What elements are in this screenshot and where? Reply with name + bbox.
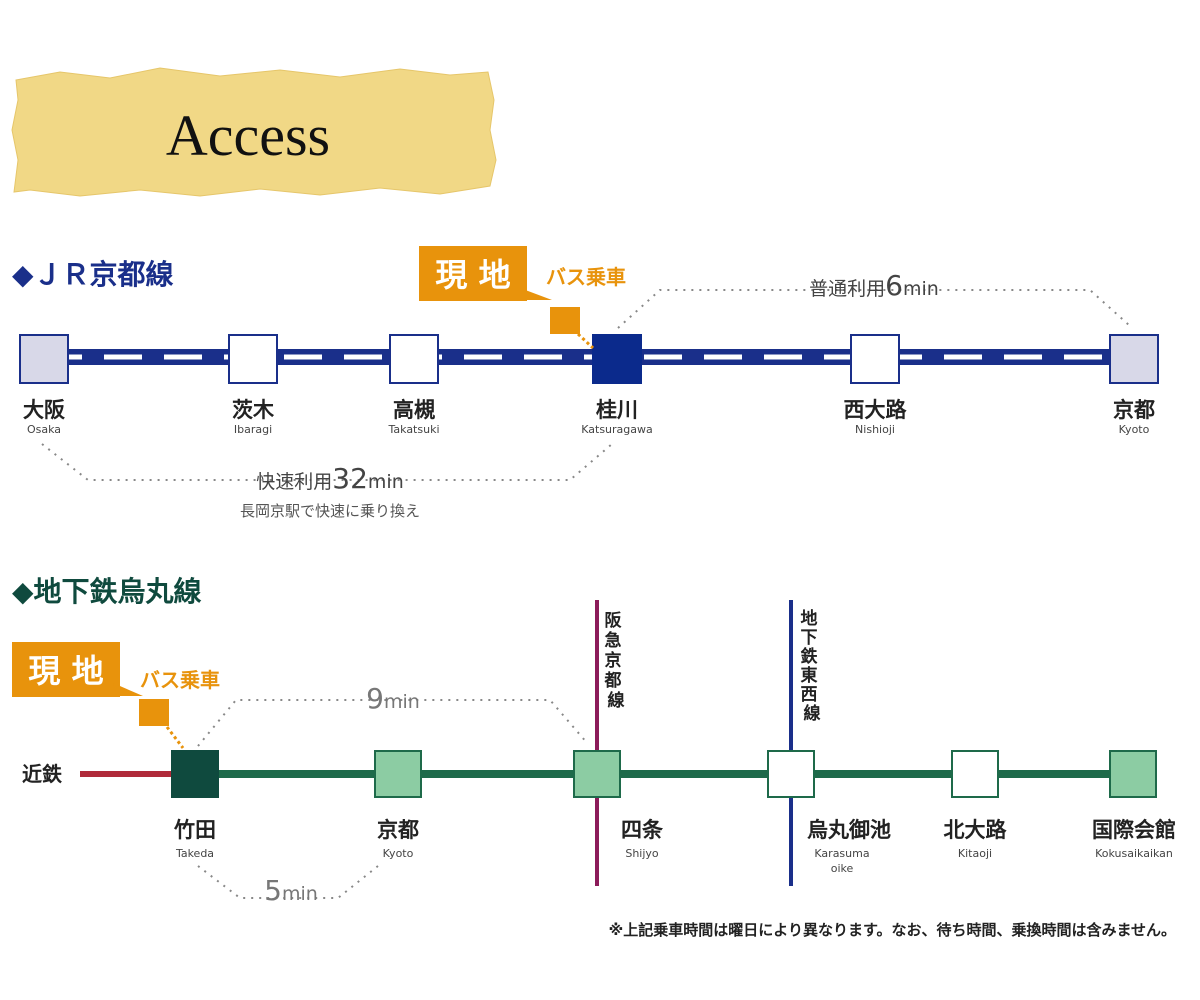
jr-station-en: Nishioji	[855, 423, 895, 436]
subway-station-name: 烏丸御池	[807, 818, 891, 842]
subway-station-name: 四条	[621, 818, 664, 842]
jr-marker-pointer	[576, 332, 595, 350]
subway-station-en: Takeda	[175, 847, 214, 860]
jr-station-name: 茨木	[232, 398, 275, 422]
hankyu-label: 阪 急 京 都 線	[604, 611, 628, 711]
subway-marker-callout	[113, 683, 143, 696]
jr-rapid-time: 快速利用32min	[256, 462, 404, 495]
jr-marker-label: 現 地	[435, 256, 510, 294]
jr-rapid-time-value: 32	[332, 462, 368, 495]
jr-bus-label: バス乗車	[546, 265, 626, 289]
hankyu-label-char: 線	[608, 690, 625, 711]
jr-station-en: Osaka	[27, 423, 61, 436]
jr-station-en: Katsuragawa	[581, 423, 653, 436]
hankyu-label-char: 京	[605, 650, 622, 671]
subway-section: ◆地下鉄烏丸線 阪 急 京 都 線 地 下 鉄 東 西 線	[12, 575, 1176, 907]
jr-heading: ◆ＪＲ京都線	[12, 258, 174, 291]
footnote: ※上記乗車時間は曜日により異なります。なお、待ち時間、乗換時間は含みません。	[609, 921, 1176, 939]
subway-bus-label: バス乗車	[140, 668, 220, 692]
jr-station-name: 桂川	[595, 398, 638, 422]
subway-station-name: 国際会館	[1092, 818, 1176, 842]
subway-station-en: Kokusaikaikan	[1095, 847, 1173, 860]
jr-rapid-time-arc	[41, 443, 613, 481]
subway-station-marker-takeda	[171, 750, 219, 798]
jr-station-marker-nishioji	[850, 334, 900, 384]
subway-station-marker-kitaoji	[951, 750, 999, 798]
hankyu-label-char: 都	[604, 670, 622, 691]
tozai-label-char: 地	[801, 608, 818, 629]
subway-station-en: Kyoto	[383, 847, 414, 860]
subway-heading: ◆地下鉄烏丸線	[12, 575, 202, 608]
banner-paper	[11, 67, 497, 197]
subway-upper-time: 9min	[366, 682, 420, 715]
tozai-label-char: 東	[801, 665, 818, 686]
jr-station-marker-takatsuki	[389, 334, 439, 384]
subway-lower-time-arc	[197, 865, 379, 899]
subway-marker-box	[12, 642, 120, 697]
tozai-label-char: 西	[801, 685, 818, 705]
jr-local-time: 普通利用6min	[809, 269, 939, 302]
subway-upper-time-arc	[197, 699, 589, 747]
subway-station-marker-shijyo	[573, 750, 621, 798]
jr-station-name: 京都	[1113, 398, 1155, 422]
tozai-label: 地 下 鉄 東 西 線	[801, 608, 824, 724]
jr-local-time-arc	[617, 289, 1131, 329]
subway-station-name: 竹田	[173, 818, 216, 842]
jr-station-marker-kyoto	[1109, 334, 1159, 384]
subway-lower-time-value: 5	[264, 874, 282, 907]
jr-section: ◆ＪＲ京都線 大阪 Osaka 茨木 Ibaragi 高槻 Takatsuki …	[12, 246, 1159, 520]
jr-rapid-time-prefix: 快速利用	[256, 471, 332, 493]
subway-station-en: Shijyo	[625, 847, 659, 860]
jr-station-name: 大阪	[23, 398, 66, 422]
subway-station-marker-karasuma-oike	[767, 750, 815, 798]
hankyu-label-char: 急	[605, 630, 622, 651]
jr-station-name: 高槻	[393, 398, 435, 422]
jr-rapid-time-unit: min	[368, 471, 404, 493]
jr-station-name: 西大路	[844, 398, 908, 422]
subway-station-en: oike	[831, 862, 854, 875]
kintetsu-label: 近鉄	[22, 762, 62, 786]
jr-local-time-value: 6	[885, 269, 903, 302]
subway-station-marker-kyoto	[374, 750, 422, 798]
subway-lower-time: 5min	[264, 874, 318, 907]
jr-marker-small-square	[550, 307, 580, 334]
jr-transfer-note: 長岡京駅で快速に乗り換え	[240, 502, 420, 520]
jr-station-marker-osaka	[19, 334, 69, 384]
subway-marker-label: 現 地	[28, 652, 103, 690]
access-banner: Access	[11, 67, 497, 197]
subway-station-en: Karasuma	[814, 847, 869, 860]
subway-lower-time-unit: min	[282, 883, 318, 905]
jr-marker-box	[419, 246, 527, 301]
jr-local-time-unit: min	[903, 278, 939, 300]
jr-location-marker: 現 地 バス乗車	[419, 246, 626, 350]
hankyu-label-char: 阪	[605, 611, 622, 631]
jr-marker-callout	[520, 288, 552, 300]
subway-location-marker: 現 地 バス乗車	[12, 642, 220, 749]
tozai-label-char: 下	[801, 628, 818, 648]
subway-station-name: 京都	[377, 818, 419, 842]
subway-station-name: 北大路	[944, 818, 1008, 842]
tozai-label-char: 線	[804, 703, 821, 724]
jr-station-marker-katsuragawa	[592, 334, 642, 384]
subway-upper-time-unit: min	[384, 691, 420, 713]
subway-upper-time-value: 9	[366, 682, 384, 715]
jr-station-en: Takatsuki	[388, 423, 440, 436]
page-title: Access	[166, 103, 330, 168]
jr-station-en: Ibaragi	[234, 423, 272, 436]
subway-station-en: Kitaoji	[958, 847, 992, 860]
jr-station-en: Kyoto	[1119, 423, 1150, 436]
jr-station-marker-ibaragi	[228, 334, 278, 384]
tozai-label-char: 鉄	[801, 646, 818, 667]
jr-local-time-prefix: 普通利用	[809, 278, 885, 300]
subway-station-marker-kokusaikaikan	[1109, 750, 1157, 798]
subway-marker-small-square	[139, 699, 169, 726]
subway-marker-pointer	[165, 726, 185, 749]
